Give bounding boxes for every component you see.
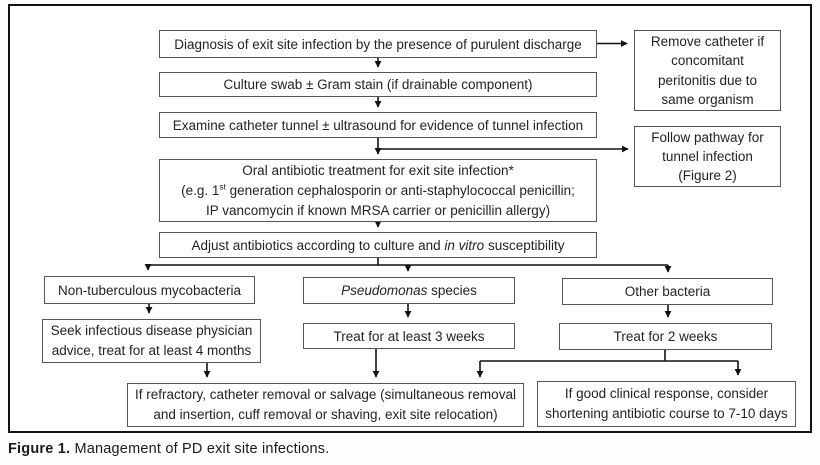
node-examine-tunnel: Examine catheter tunnel ± ultrasound for… [159,112,597,138]
node-treat-3-weeks-label: Treat for at least 3 weeks [333,328,485,344]
node-oral-line2-post: generation cephalosporin or anti-staphyl… [225,182,575,198]
node-treat-2-weeks-label: Treat for 2 weeks [613,329,718,344]
node-good-response-label: If good clinical response, consider shor… [545,386,788,421]
figure-caption-text: Management of PD exit site infections. [70,441,330,457]
node-adjust-label: Adjust antibiotics according to culture … [192,236,565,255]
node-treat-2-weeks: Treat for 2 weeks [559,323,772,350]
node-other-bacteria-label: Other bacteria [624,284,711,299]
node-treat-3-weeks: Treat for at least 3 weeks [303,323,515,349]
node-pseudomonas-species: Pseudomonas species [303,277,515,304]
figure-caption-label: Figure 1. [8,441,71,457]
node-remove-catheter-label: Remove catheter if concomitant peritonit… [650,33,765,108]
node-culture-swab-label: Culture swab ± Gram stain (if drainable … [223,77,533,92]
node-diagnosis: Diagnosis of exit site infection by the … [159,30,597,58]
node-refractory-removal: If refractory, catheter removal or salva… [127,383,524,427]
node-seek-label: Seek infectious disease physician advice… [50,323,253,358]
node-good-response: If good clinical response, consider shor… [537,381,796,427]
node-adjust-pre: Adjust antibiotics according to culture … [191,237,445,253]
node-adjust-italic: in vitro [444,237,485,253]
node-follow-pathway-label: Follow pathway for tunnel infection (Fig… [651,130,764,183]
node-nontuberculous-mycobacteria: Non-tuberculous mycobacteria [44,276,255,304]
node-oral-line1: Oral antibiotic treatment for exit site … [242,162,514,178]
node-follow-pathway: Follow pathway for tunnel infection (Fig… [634,126,781,187]
node-adjust-antibiotics: Adjust antibiotics according to culture … [159,232,597,258]
node-pseudomonas-italic: Pseudomonas [341,283,428,298]
node-remove-catheter: Remove catheter if concomitant peritonit… [634,30,781,111]
node-examine-tunnel-label: Examine catheter tunnel ± ultrasound for… [172,117,584,133]
node-adjust-post: susceptibility [484,237,565,253]
node-refractory-label: If refractory, catheter removal or salva… [135,387,516,422]
node-oral-line2-superscript: st [219,181,226,191]
node-oral-antibiotic: Oral antibiotic treatment for exit site … [159,159,597,222]
node-oral-line3: IP vancomycin if known MRSA carrier or p… [205,202,551,218]
node-ntm-label: Non-tuberculous mycobacteria [57,282,242,298]
node-pseudomonas-post: species [427,283,477,298]
figure-caption: Figure 1. Management of PD exit site inf… [8,441,808,457]
node-culture-swab: Culture swab ± Gram stain (if drainable … [159,72,597,97]
node-pseudomonas-label: Pseudomonas species [341,281,477,300]
node-seek-id-physician: Seek infectious disease physician advice… [42,319,261,363]
node-oral-line2-pre: (e.g. 1 [181,182,220,198]
node-other-bacteria: Other bacteria [562,278,773,305]
node-diagnosis-label: Diagnosis of exit site infection by the … [174,36,582,52]
node-oral-line2: (e.g. 1st generation cephalosporin or an… [181,181,575,201]
flowchart-frame: Diagnosis of exit site infection by the … [8,4,812,433]
